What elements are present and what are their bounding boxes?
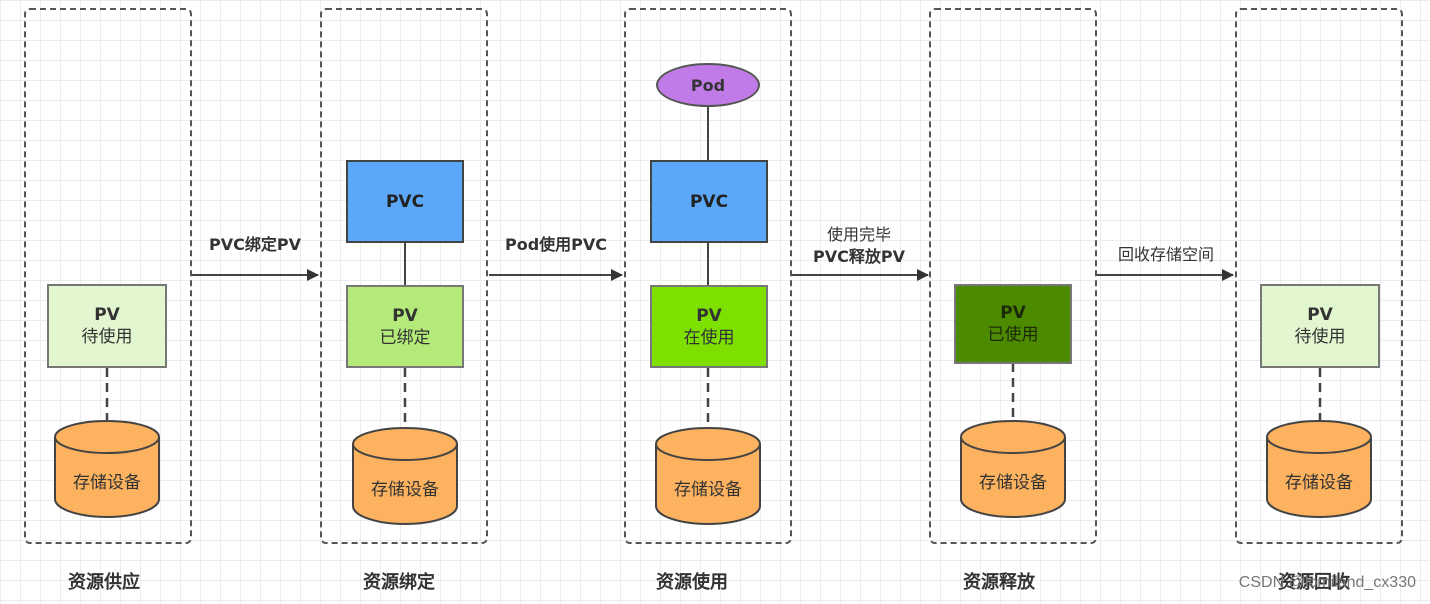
pv-state: 已绑定 [379, 327, 431, 348]
storage-label: 存储设备 [73, 472, 141, 493]
transition-text-line1: 使用完毕 [826, 225, 891, 244]
storage-cylinder-recycle: 存储设备 [1265, 419, 1373, 519]
pvc-label: PVC [385, 191, 425, 212]
stage-label-provision: 资源供应 [68, 572, 140, 593]
stage-usage [624, 8, 792, 544]
transition-label-3: 使用完毕 PVC释放PV [795, 224, 923, 268]
transition-text-line2: PVC释放PV [813, 247, 905, 266]
pv-state: 在使用 [683, 327, 735, 348]
transition-label-4: 回收存储空间 [1100, 244, 1232, 266]
pod-ellipse: Pod [656, 63, 760, 107]
transition-label-2: Pod使用PVC [492, 234, 620, 256]
transition-text: Pod使用PVC [504, 235, 608, 254]
pv-title: PV [696, 305, 722, 326]
storage-cylinder-release: 存储设备 [959, 419, 1067, 519]
stage-label-usage: 资源使用 [656, 572, 728, 593]
stage-provision [24, 8, 192, 544]
pv-box-usage: PV 在使用 [650, 285, 768, 368]
storage-cylinder-provision: 存储设备 [53, 419, 161, 519]
stage-binding [320, 8, 488, 544]
pv-box-release: PV 已使用 [954, 284, 1072, 364]
pv-box-provision: PV 待使用 [47, 284, 167, 368]
pvc-label: PVC [689, 191, 729, 212]
storage-label: 存储设备 [674, 479, 742, 500]
pv-box-recycle: PV 待使用 [1260, 284, 1380, 368]
pv-state: 已使用 [987, 325, 1039, 345]
stage-label-recycle: 资源回收 [1278, 572, 1350, 593]
stage-label-release: 资源释放 [963, 572, 1035, 593]
stage-label-binding: 资源绑定 [363, 572, 435, 593]
pv-state: 待使用 [1294, 327, 1346, 347]
pv-title: PV [392, 305, 418, 326]
pv-box-binding: PV 已绑定 [346, 285, 464, 368]
stage-recycle [1235, 8, 1403, 544]
pod-label: Pod [690, 75, 726, 95]
pv-title: PV [1000, 303, 1026, 323]
transition-text: 回收存储空间 [1117, 245, 1214, 264]
pvc-box-usage: PVC [650, 160, 768, 243]
storage-label: 存储设备 [1285, 472, 1353, 493]
transition-label-1: PVC绑定PV [195, 234, 315, 256]
stage-release [929, 8, 1097, 544]
storage-cylinder-usage: 存储设备 [654, 426, 762, 526]
storage-label: 存储设备 [979, 472, 1047, 493]
pv-title: PV [94, 305, 120, 325]
watermark: CSDN @lomiland_cx330 [1238, 574, 1416, 591]
storage-cylinder-binding: 存储设备 [351, 426, 459, 526]
storage-label: 存储设备 [371, 479, 439, 500]
pv-title: PV [1307, 305, 1333, 325]
transition-text: PVC绑定PV [209, 235, 301, 254]
pv-state: 待使用 [81, 327, 133, 347]
pvc-box-binding: PVC [346, 160, 464, 243]
